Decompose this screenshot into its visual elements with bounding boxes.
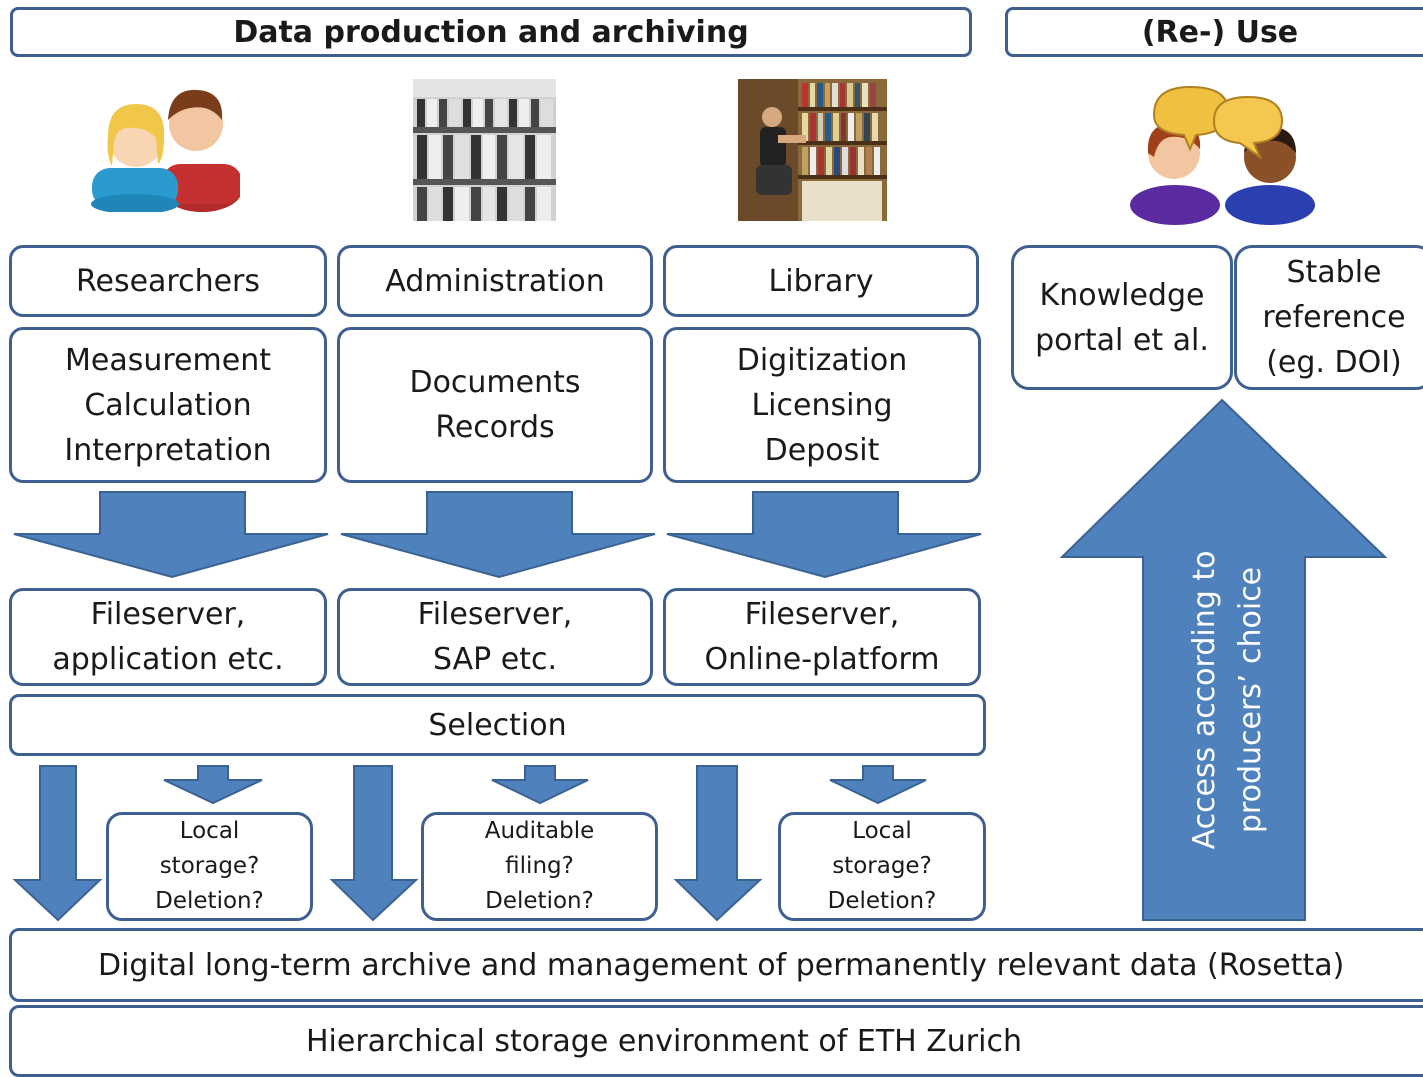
side-box-auditable-filing: Auditable filing? Deletion? [421,812,658,921]
header-production: Data production and archiving [10,7,972,57]
actor-name: Library [768,263,874,299]
archive-bar: Digital long-term archive and management… [9,928,1423,1002]
selection-bar: Selection [9,694,986,756]
target-line: Online-platform [704,642,940,677]
reuse-box-line: (eg. DOI) [1266,345,1402,380]
target-line: Fileserver, [90,597,246,632]
reuse-box-line: Stable [1286,255,1382,290]
people-talking-icon [1130,85,1315,225]
activity-item: Deposit [764,432,880,468]
side-box-line: Local [179,818,240,844]
side-box-line: Deletion? [485,888,594,914]
archive-arrow-3 [673,765,763,922]
activity-item: Measurement [65,342,271,378]
reuse-box-line: portal et al. [1035,322,1209,358]
actor-label-researchers: Researchers [9,245,327,317]
activity-item: Digitization [736,342,908,378]
activity-item: Calculation [84,387,252,423]
archive-text: Digital long-term archive and management… [98,947,1345,983]
file-shelves-photo [413,79,556,221]
reuse-box-stable-reference: Stable reference (eg. DOI) [1234,245,1423,390]
side-box-line: filing? [505,853,574,879]
activity-item: Records [435,410,555,445]
activity-item: Interpretation [64,432,272,468]
down-arrow-library [666,491,982,579]
activities-library: Digitization Licensing Deposit [663,327,981,483]
target-line: application etc. [52,642,284,677]
side-arrow-1 [163,765,263,805]
activity-item: Documents [409,365,581,400]
target-line: SAP etc. [433,642,557,677]
side-box-line: Local [852,818,912,844]
actor-label-library: Library [663,245,979,317]
reuse-box-knowledge-portal: Knowledge portal et al. [1011,245,1233,390]
actor-label-administration: Administration [337,245,653,317]
access-arrow-label-2: producers’ choice [1233,567,1268,833]
access-arrow-label-1: Access according to [1187,551,1222,850]
selection-text: Selection [428,707,567,743]
down-arrow-researchers [13,491,329,579]
archive-arrow-2 [329,765,419,922]
reuse-box-line: reference [1262,300,1406,335]
side-box-line: storage? [159,853,260,879]
header-reuse-text: (Re-) Use [1141,14,1299,50]
library-photo [738,79,887,221]
target-line: Fileserver, [744,597,900,632]
access-up-arrow [1059,398,1388,921]
two-people-icon [91,89,240,212]
archive-arrow-1 [12,765,103,922]
side-box-line: Deletion? [827,888,937,914]
activities-researchers: Measurement Calculation Interpretation [9,327,327,483]
side-box-line: storage? [832,853,932,879]
actor-name: Administration [385,263,605,299]
side-arrow-3 [829,765,927,805]
side-box-local-storage-1: Local storage? Deletion? [106,812,313,921]
activities-administration: Documents Records [337,327,653,483]
reuse-box-line: Knowledge [1039,277,1205,313]
down-arrow-administration [340,491,656,579]
side-box-line: Deletion? [155,888,264,914]
side-box-local-storage-2: Local storage? Deletion? [778,812,986,921]
target-library: Fileserver, Online-platform [663,588,981,686]
target-researchers: Fileserver, application etc. [9,588,327,686]
target-line: Fileserver, [417,597,573,632]
actor-name: Researchers [75,263,261,299]
activity-item: Licensing [751,387,893,423]
target-administration: Fileserver, SAP etc. [337,588,653,686]
storage-text: Hierarchical storage environment of ETH … [305,1023,1022,1059]
side-box-line: Auditable [484,818,595,844]
header-reuse: (Re-) Use [1005,7,1423,57]
header-production-text: Data production and archiving [233,14,749,50]
side-arrow-2 [491,765,589,805]
storage-bar: Hierarchical storage environment of ETH … [9,1005,1423,1077]
